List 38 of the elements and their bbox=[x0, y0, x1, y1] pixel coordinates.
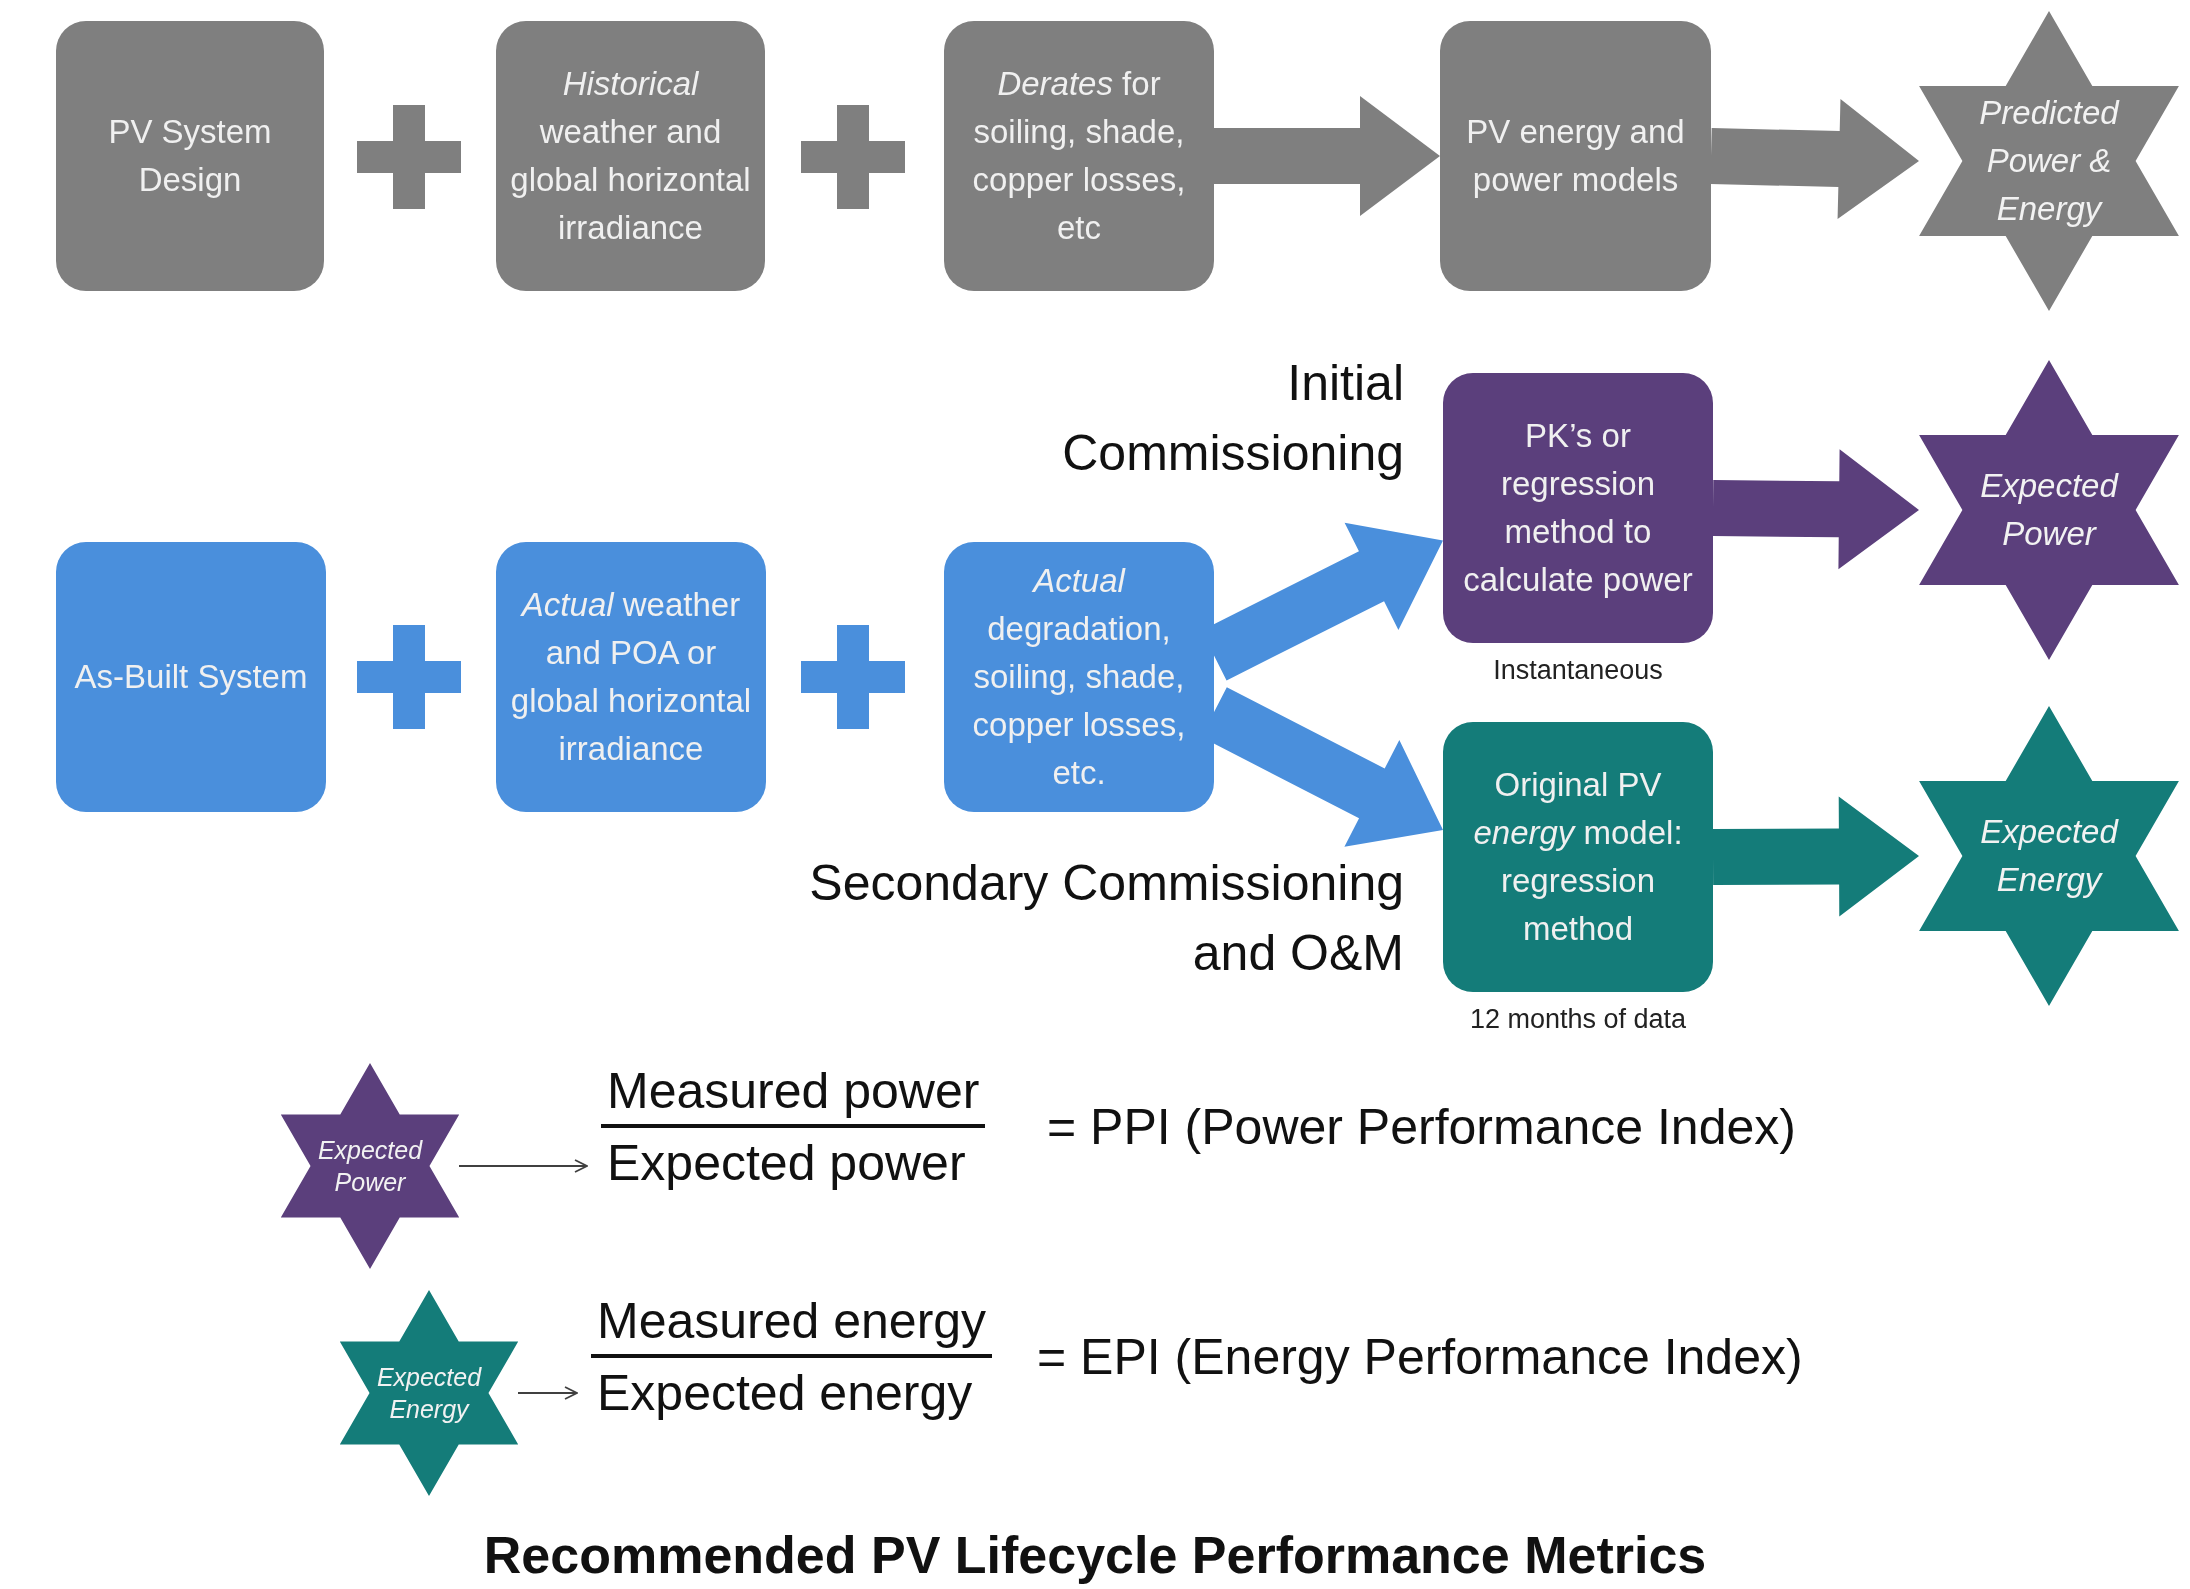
block-arrow bbox=[1710, 99, 1919, 220]
box-text: As-Built System bbox=[74, 657, 308, 698]
process-box bbox=[944, 21, 1214, 291]
star-label: Expected Power bbox=[1979, 466, 2120, 554]
process-box bbox=[1443, 722, 1713, 992]
block-arrow bbox=[1712, 449, 1919, 570]
node-caption: Instantaneous bbox=[1492, 655, 1664, 686]
star-label: Expected Power bbox=[316, 1134, 424, 1198]
fraction-denominator: Expected energy bbox=[597, 1364, 973, 1422]
box-text: PV System Design bbox=[107, 112, 273, 200]
process-box bbox=[56, 21, 324, 291]
star-label: Expected Energy bbox=[375, 1361, 483, 1425]
process-box bbox=[496, 542, 766, 812]
arrow bbox=[518, 1386, 578, 1400]
box-text: Original PV energy model: regression method bbox=[1472, 765, 1684, 949]
process-box bbox=[56, 542, 326, 812]
diagram-title: Recommended PV Lifecycle Performance Metrics bbox=[482, 1525, 1708, 1585]
process-box bbox=[1440, 21, 1711, 291]
block-arrow bbox=[1214, 96, 1440, 216]
star-label: Expected Energy bbox=[1979, 812, 2120, 900]
box-text: PV energy and power models bbox=[1465, 112, 1686, 200]
star-label: Predicted Power & Energy bbox=[1978, 93, 2121, 229]
process-box bbox=[1443, 373, 1713, 643]
index-equation: = PPI (Power Performance Index) bbox=[1047, 1098, 1796, 1156]
index-equation: = EPI (Energy Performance Index) bbox=[1037, 1328, 1803, 1386]
arrow bbox=[459, 1159, 588, 1173]
box-text: Actual degradation, soiling, shade, copper losses, etc. bbox=[971, 561, 1187, 793]
box-text: PK’s or regression method to calculate power bbox=[1462, 416, 1694, 600]
box-text: Historical weather and global horizontal irradiance bbox=[510, 64, 751, 248]
block-arrow bbox=[1712, 796, 1919, 917]
box-text: Actual weather and POA or global horizontal irradiance bbox=[510, 585, 752, 769]
box-text: Derates for soiling, shade, copper losses, etc bbox=[971, 64, 1187, 248]
process-box bbox=[944, 542, 1214, 812]
node-caption: 12 months of data bbox=[1468, 1004, 1688, 1035]
fraction-numerator: Measured power bbox=[601, 1062, 986, 1128]
fraction-denominator: Expected power bbox=[607, 1134, 966, 1192]
process-box bbox=[496, 21, 765, 291]
fraction-numerator: Measured energy bbox=[591, 1292, 993, 1358]
